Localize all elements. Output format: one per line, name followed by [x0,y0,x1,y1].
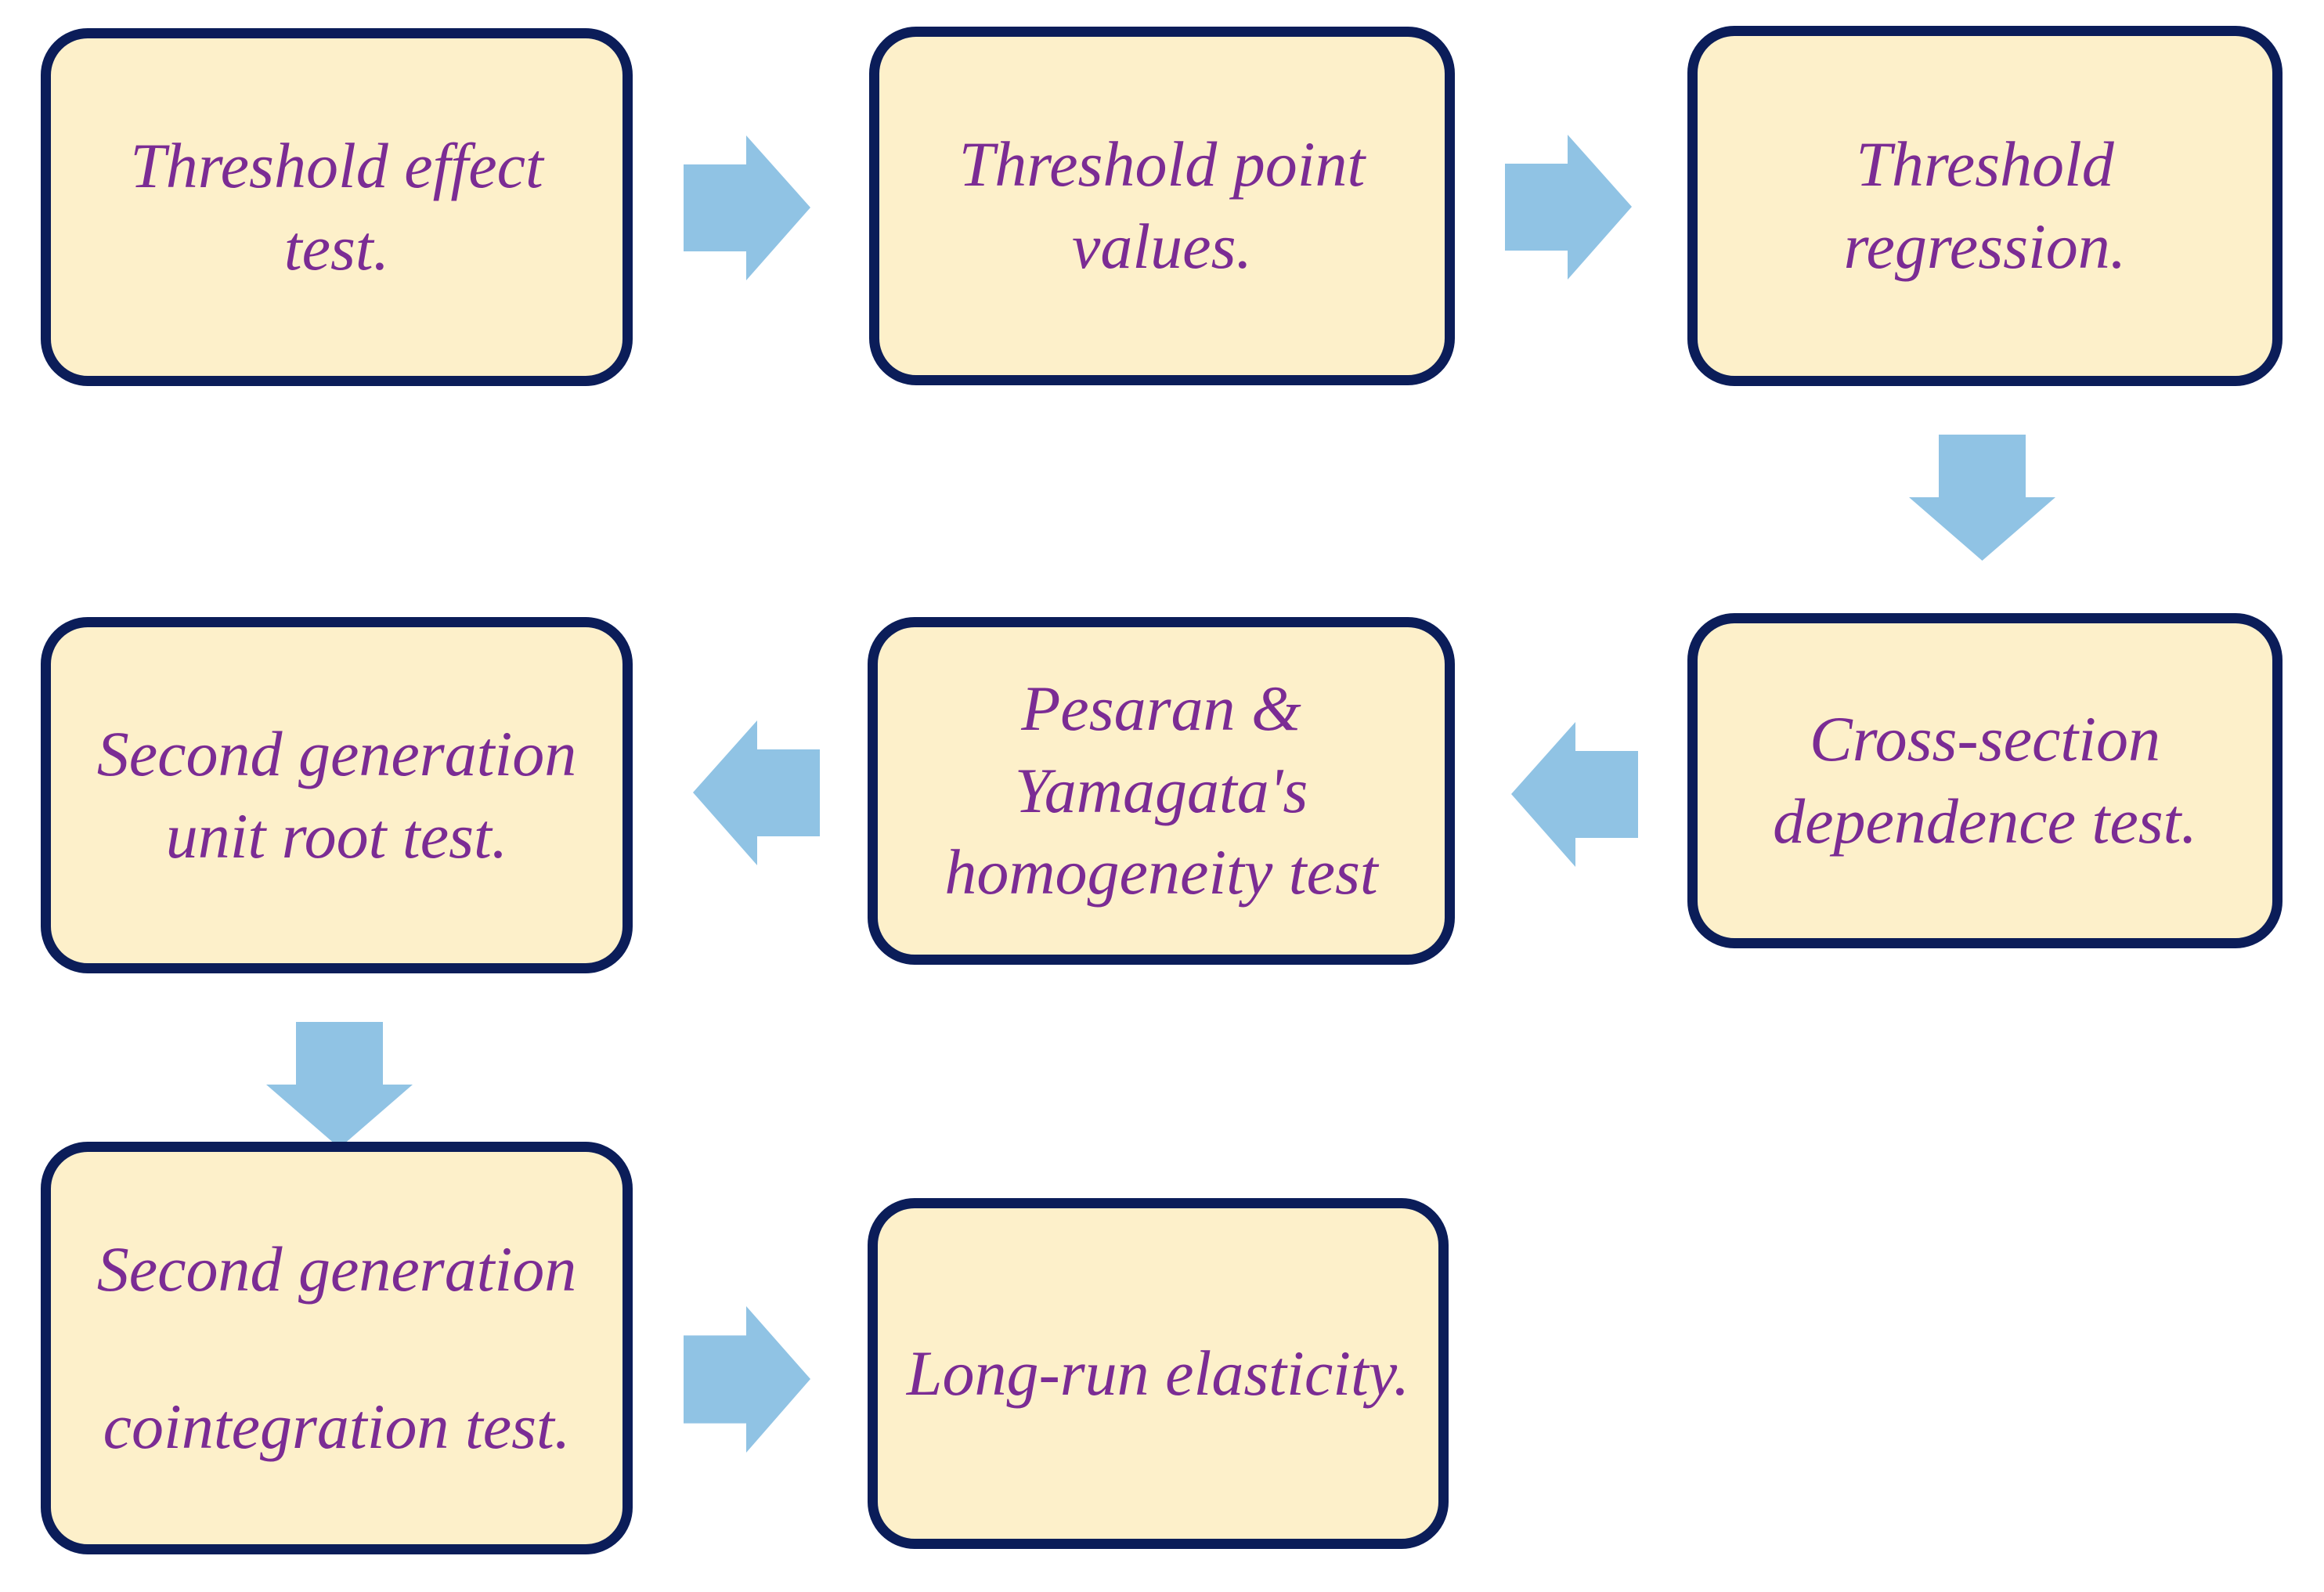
node-label-line: regression. [1843,211,2127,282]
flow-arrow-right-icon [684,135,810,280]
node-threshold-regression: Threshold regression. [1687,26,2282,386]
node-label-line: test. [283,211,390,283]
node-label-line: Threshold effect [130,129,543,201]
flow-arrow-left-icon [693,720,820,865]
node-long-run-elasticity: Long-run elasticity. [868,1198,1449,1549]
node-label-line: Long-run elasticity. [906,1337,1410,1409]
node-label-line: cointegration test. [103,1390,571,1462]
node-label-line: unit root test. [165,800,508,872]
node-pesaran-yamagata-homogeneity-test: Pesaran & Yamagata's homogeneity test [868,617,1455,965]
node-cross-section-dependence-test: Cross-section dependence test. [1687,613,2282,948]
flow-arrow-left-icon [1511,722,1638,867]
node-threshold-effect-test: Threshold effect test. [41,28,633,386]
flow-arrow-down-icon [266,1022,413,1148]
node-label-line: Yamagata's [1014,754,1308,826]
node-label-line: dependence test. [1773,785,2197,857]
flow-arrow-right-icon [684,1306,810,1453]
node-second-generation-unit-root-test: Second generation unit root test. [41,617,633,973]
node-label-line: Second generation [96,1233,577,1305]
flow-arrow-right-icon [1505,135,1632,280]
node-label-line: Cross-section [1810,703,2160,775]
node-second-generation-cointegration-test: Second generation cointegration test. [41,1142,633,1554]
node-label-line: Threshold [1856,128,2114,200]
node-label-line: Second generation [96,717,577,789]
flow-arrow-down-icon [1909,435,2055,561]
node-label-line: Threshold point [958,128,1366,200]
node-threshold-point-values: Threshold point values. [869,27,1455,385]
node-label-line: Pesaran & [1021,672,1301,744]
node-label-line: homogeneity test [944,836,1378,908]
node-label-line: values. [1072,211,1252,282]
